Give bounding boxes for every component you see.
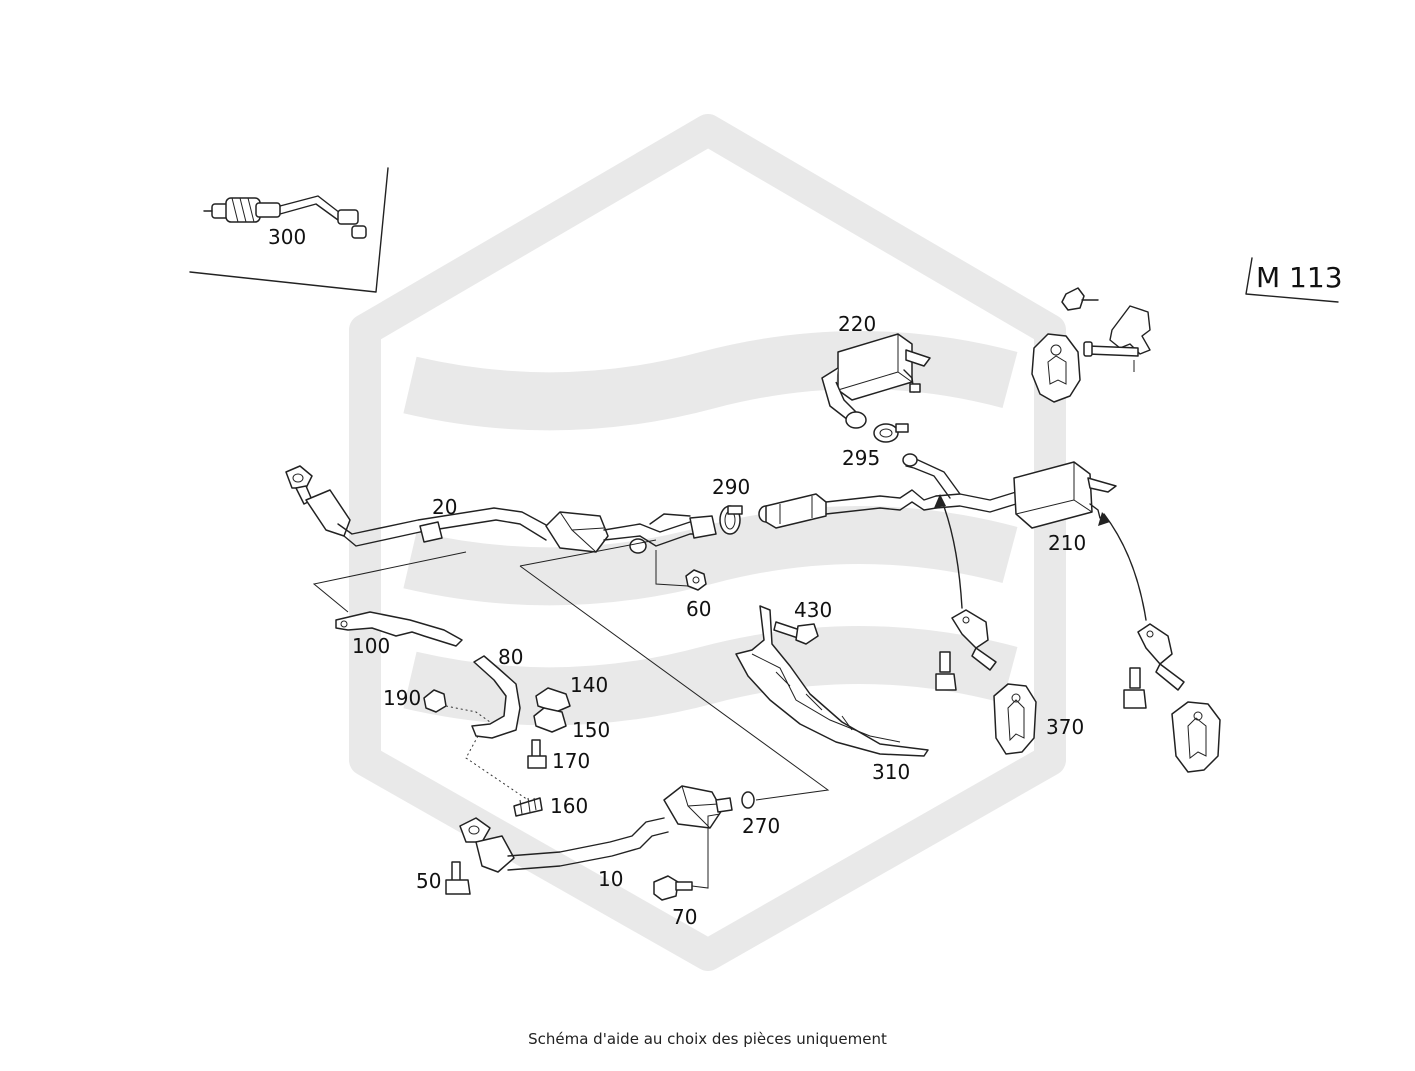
part-60-nut[interactable] bbox=[685, 569, 707, 591]
label-295: 295 bbox=[842, 446, 880, 470]
part-430-bolt[interactable] bbox=[773, 621, 819, 645]
part-170-bolt[interactable] bbox=[527, 739, 547, 769]
part-290-clamp[interactable] bbox=[719, 505, 743, 535]
label-310: 310 bbox=[872, 760, 910, 784]
part-70-bolt[interactable] bbox=[653, 813, 721, 901]
middle-pipe-resonator[interactable] bbox=[758, 453, 1017, 529]
label-160: 160 bbox=[550, 794, 588, 818]
label-60: 60 bbox=[686, 597, 711, 621]
engine-code: M 113 bbox=[1256, 261, 1343, 294]
hanger-arrows bbox=[934, 494, 1147, 621]
label-220: 220 bbox=[838, 312, 876, 336]
label-190: 190 bbox=[383, 686, 421, 710]
label-140: 140 bbox=[570, 673, 608, 697]
engine-code-box: M 113 bbox=[1245, 257, 1343, 303]
part-270-ring[interactable] bbox=[741, 791, 755, 809]
label-210: 210 bbox=[1048, 531, 1086, 555]
label-20: 20 bbox=[432, 495, 457, 519]
part-80-bracket[interactable] bbox=[471, 655, 521, 739]
label-430: 430 bbox=[794, 598, 832, 622]
part-160-clip[interactable] bbox=[513, 797, 543, 817]
part-190-nut[interactable] bbox=[423, 689, 491, 723]
part-140-mount[interactable] bbox=[535, 687, 571, 713]
part-50-bolt[interactable] bbox=[445, 861, 471, 895]
disclaimer-caption: Schéma d'aide au choix des pièces unique… bbox=[528, 1030, 887, 1048]
part-295-clamp[interactable] bbox=[873, 423, 909, 443]
bracket-assembly-lines bbox=[312, 539, 830, 801]
label-170: 170 bbox=[552, 749, 590, 773]
label-150: 150 bbox=[572, 718, 610, 742]
upper-rear-hanger[interactable] bbox=[1031, 287, 1151, 403]
label-270: 270 bbox=[742, 814, 780, 838]
part-210-right-rear-muffler[interactable] bbox=[1013, 461, 1117, 529]
part-220-left-rear-muffler[interactable] bbox=[821, 333, 931, 429]
label-70: 70 bbox=[672, 905, 697, 929]
part-150-mount[interactable] bbox=[533, 707, 567, 733]
label-370: 370 bbox=[1046, 715, 1084, 739]
label-10: 10 bbox=[598, 867, 623, 891]
label-100: 100 bbox=[352, 634, 390, 658]
part-370-rubber-hanger-left[interactable] bbox=[935, 609, 1037, 755]
label-80: 80 bbox=[498, 645, 523, 669]
label-300: 300 bbox=[268, 225, 306, 249]
part-310-heat-shield[interactable] bbox=[735, 605, 929, 757]
label-290: 290 bbox=[712, 475, 750, 499]
label-50: 50 bbox=[416, 869, 441, 893]
part-20-front-pipe[interactable] bbox=[285, 465, 717, 554]
part-100-bracket[interactable] bbox=[335, 611, 463, 647]
part-300-oxygen-sensor[interactable] bbox=[189, 167, 389, 293]
part-370-rubber-hanger-right[interactable] bbox=[1123, 623, 1221, 773]
part-10-catalytic-converter-pipe[interactable] bbox=[459, 785, 733, 873]
